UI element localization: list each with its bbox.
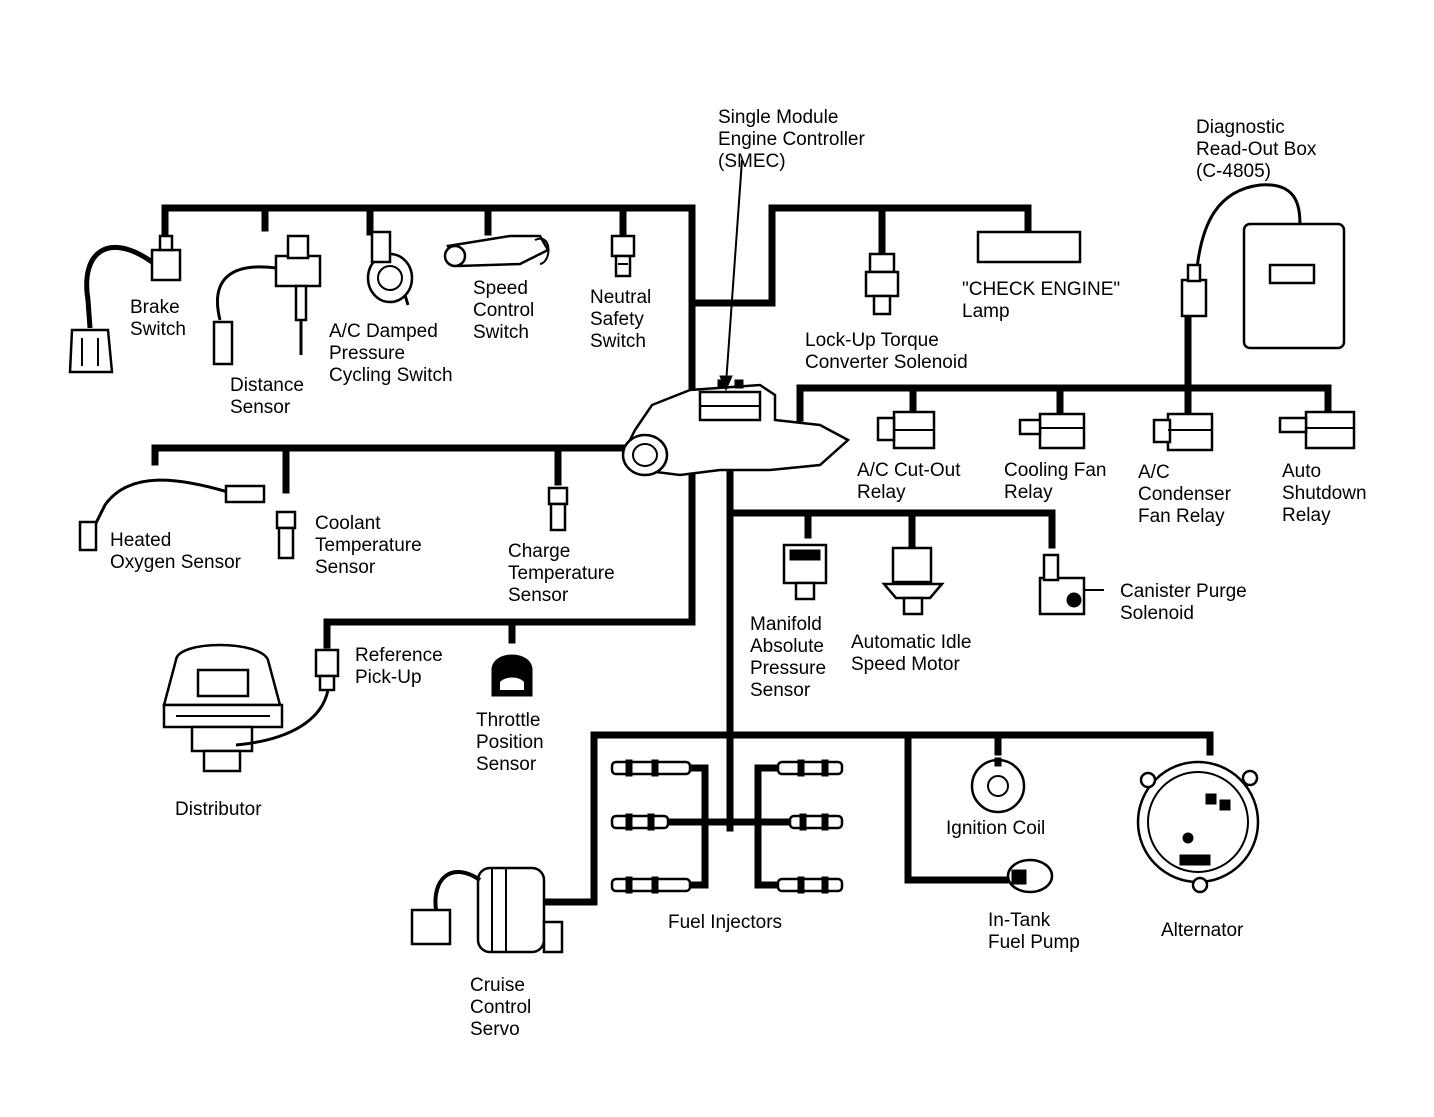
cooling-fan-relay-label: Cooling Fan Relay — [1004, 460, 1107, 503]
neutral-safety-switch-icon — [610, 234, 636, 278]
harness-wiring — [151, 204, 1332, 906]
cooling-fan-relay-icon — [1018, 412, 1086, 450]
fuel-pump-label: In-Tank Fuel Pump — [988, 910, 1080, 953]
canister-purge-label: Canister Purge Solenoid — [1120, 581, 1247, 624]
distributor-label: Distributor — [175, 799, 262, 820]
ac-cutout-relay-label: A/C Cut-Out Relay — [857, 460, 961, 503]
distributor-icon — [162, 643, 330, 773]
ais-motor-icon — [881, 546, 945, 616]
ac-condenser-relay-label: A/C Condenser Fan Relay — [1138, 462, 1231, 527]
charge-temp-sensor-icon — [547, 486, 569, 532]
speed-control-switch-label: Speed Control Switch — [473, 278, 535, 343]
fuel-pump-icon — [1006, 858, 1054, 894]
check-engine-lamp-label: "CHECK ENGINE" Lamp — [962, 279, 1121, 322]
cruise-servo-label: Cruise Control Servo — [470, 975, 532, 1040]
map-sensor-label: Manifold Absolute Pressure Sensor — [750, 614, 827, 701]
speed-control-switch-icon — [443, 234, 550, 268]
alternator-label: Alternator — [1161, 920, 1244, 941]
coolant-sensor-label: Coolant Temperature Sensor — [315, 513, 422, 578]
oxygen-sensor-icon — [78, 478, 266, 552]
diagnostic-box-icon — [1180, 183, 1346, 350]
fuel-injectors-icon — [610, 759, 844, 894]
distance-sensor-label: Distance Sensor — [230, 375, 304, 418]
ignition-coil-icon — [970, 757, 1026, 814]
ignition-coil-label: Ignition Coil — [946, 818, 1046, 839]
ac-condenser-relay-icon — [1152, 412, 1214, 452]
brake-switch-icon — [68, 234, 182, 374]
auto-shutdown-relay-icon — [1278, 410, 1356, 450]
neutral-safety-switch-label: Neutral Safety Switch — [590, 287, 652, 352]
ac-damped-switch-label: A/C Damped Pressure Cycling Switch — [329, 321, 453, 386]
charge-temp-sensor-label: Charge Temperature Sensor — [508, 541, 615, 606]
throttle-sensor-icon — [491, 654, 533, 697]
check-engine-lamp-icon — [976, 230, 1082, 264]
cruise-servo-icon — [410, 866, 564, 954]
brake-switch-label: Brake Switch — [130, 297, 186, 340]
alternator-icon — [1136, 760, 1260, 894]
coolant-sensor-icon — [275, 510, 297, 560]
reference-pickup-label: Reference Pick-Up — [355, 645, 443, 688]
oxygen-sensor-label: Heated Oxygen Sensor — [110, 530, 241, 573]
ac-damped-switch-icon — [366, 230, 414, 306]
canister-purge-icon — [1038, 553, 1104, 616]
distance-sensor-icon — [212, 234, 322, 366]
ais-motor-label: Automatic Idle Speed Motor — [851, 632, 972, 675]
lockup-solenoid-label: Lock-Up Torque Converter Solenoid — [805, 330, 968, 373]
lockup-solenoid-icon — [864, 252, 900, 316]
smec-label: Single Module Engine Controller (SMEC) — [718, 107, 865, 172]
map-sensor-icon — [782, 543, 828, 601]
reference-pickup-icon — [314, 648, 340, 692]
ac-cutout-relay-icon — [876, 410, 936, 450]
smec-module-icon — [621, 159, 851, 477]
fuel-injectors-label: Fuel Injectors — [668, 912, 783, 933]
auto-shutdown-relay-label: Auto Shutdown Relay — [1282, 461, 1367, 526]
throttle-sensor-label: Throttle Position Sensor — [476, 710, 544, 775]
diagnostic-box-label: Diagnostic Read-Out Box (C-4805) — [1196, 117, 1317, 182]
